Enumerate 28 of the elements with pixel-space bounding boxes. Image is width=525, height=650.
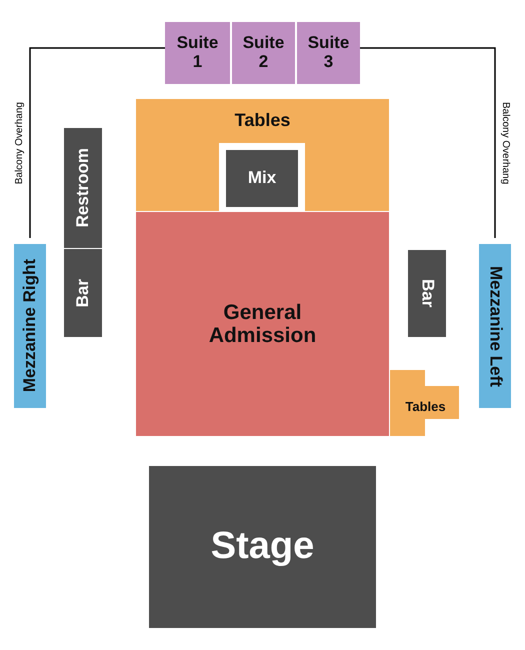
section-label: Suite 1: [176, 34, 220, 72]
seating-section: [136, 212, 389, 436]
section-label: Mezzanine Right: [20, 259, 40, 393]
section-label: Suite 3: [306, 34, 350, 72]
section-label: Bar: [418, 279, 436, 308]
seating-section: [64, 249, 102, 337]
stage-area: [149, 466, 376, 628]
seating-section: [295, 22, 360, 84]
section-label: Stage: [210, 526, 314, 568]
seating-section: [479, 244, 511, 408]
seating-section: [408, 250, 446, 337]
balcony-label: Balcony Overhang: [500, 102, 511, 184]
balcony-label: Balcony Overhang: [14, 102, 25, 184]
seating-section: [165, 22, 230, 84]
section-label: Mezzanine Left: [486, 266, 504, 386]
seating-section: [14, 244, 46, 408]
section-label: Bar: [74, 278, 92, 308]
section-label: Tables: [405, 400, 446, 414]
seating-section: [230, 22, 295, 84]
seating-section: [219, 143, 305, 211]
section-label: Mix: [248, 169, 276, 188]
section-label: Suite 2: [242, 34, 286, 72]
seating-section: [390, 370, 459, 436]
section-label: Restroom: [74, 148, 92, 228]
section-label: Tables: [234, 111, 290, 131]
section-label: General Admission: [208, 300, 318, 348]
seating-section: [136, 99, 389, 211]
seating-section: [64, 128, 102, 248]
